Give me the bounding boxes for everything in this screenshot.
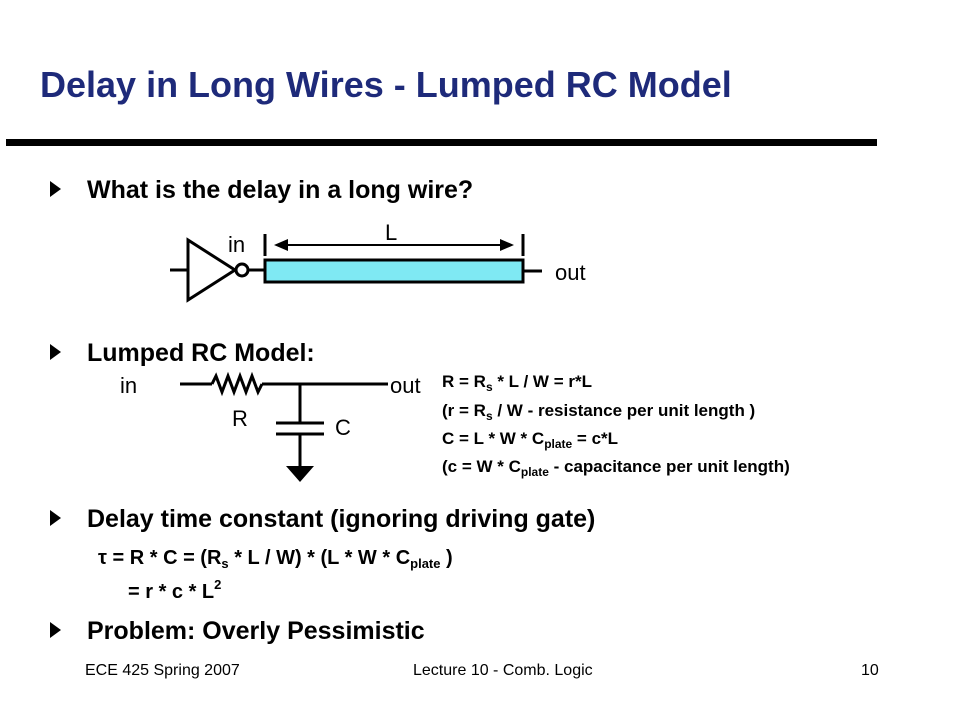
bullet-arrow-icon [50, 344, 61, 360]
wire-length-label: L [385, 220, 397, 245]
tau-equation: τ = R * C = (Rs * L / W) * (L * W * Cpla… [98, 547, 453, 571]
rc-in-label: in [120, 373, 137, 398]
ground-icon [286, 466, 314, 482]
footer-page-number: 10 [861, 662, 879, 679]
rc-diagram: in R C out [120, 371, 421, 482]
tau-symbol: τ [98, 547, 107, 569]
dimension-arrow-left-icon [274, 239, 288, 251]
bullet-arrow-icon [50, 181, 61, 197]
resistor-icon [210, 371, 264, 397]
bullet-lumped-rc: Lumped RC Model: [50, 339, 315, 368]
wire-in-label: in [228, 232, 245, 257]
title-underline [6, 139, 877, 146]
bullet-text: Lumped RC Model: [87, 339, 315, 367]
dimension-arrow-right-icon [500, 239, 514, 251]
bullet-arrow-icon [50, 622, 61, 638]
bullet-arrow-icon [50, 510, 61, 526]
inverter-bubble [234, 262, 250, 278]
rc-capacitor-label: C [335, 415, 351, 440]
slide-title: Delay in Long Wires - Lumped RC Model [40, 64, 732, 105]
rc-out-label: out [390, 373, 421, 398]
bullet-delay-constant: Delay time constant (ignoring driving ga… [50, 505, 595, 534]
capacitance-equation: C = L * W * Cplate = c*L [442, 429, 619, 451]
resistance-definition: (r = Rs / W - resistance per unit length… [442, 401, 756, 423]
wire-rectangle [263, 258, 525, 284]
wire-out-label: out [555, 260, 586, 285]
bullet-problem: Problem: Overly Pessimistic [50, 617, 425, 646]
wire-diagram: in L out [170, 220, 586, 303]
resistance-equation: R = Rs * L / W = r*L [442, 372, 592, 394]
bullet-long-wire: What is the delay in a long wire? [50, 176, 473, 205]
inverter-icon [186, 237, 238, 303]
capacitance-definition: (c = W * Cplate - capacitance per unit l… [442, 457, 790, 479]
rc-resistor-label: R [232, 406, 248, 431]
bullet-text: What is the delay in a long wire? [87, 176, 474, 204]
bullet-text: Problem: Overly Pessimistic [87, 617, 425, 645]
bullet-text: Delay time constant (ignoring driving ga… [87, 505, 596, 533]
tau-simplified: = r * c * L2 [128, 577, 222, 603]
footer-course: ECE 425 Spring 2007 [85, 662, 240, 679]
footer-lecture: Lecture 10 - Comb. Logic [413, 662, 593, 679]
